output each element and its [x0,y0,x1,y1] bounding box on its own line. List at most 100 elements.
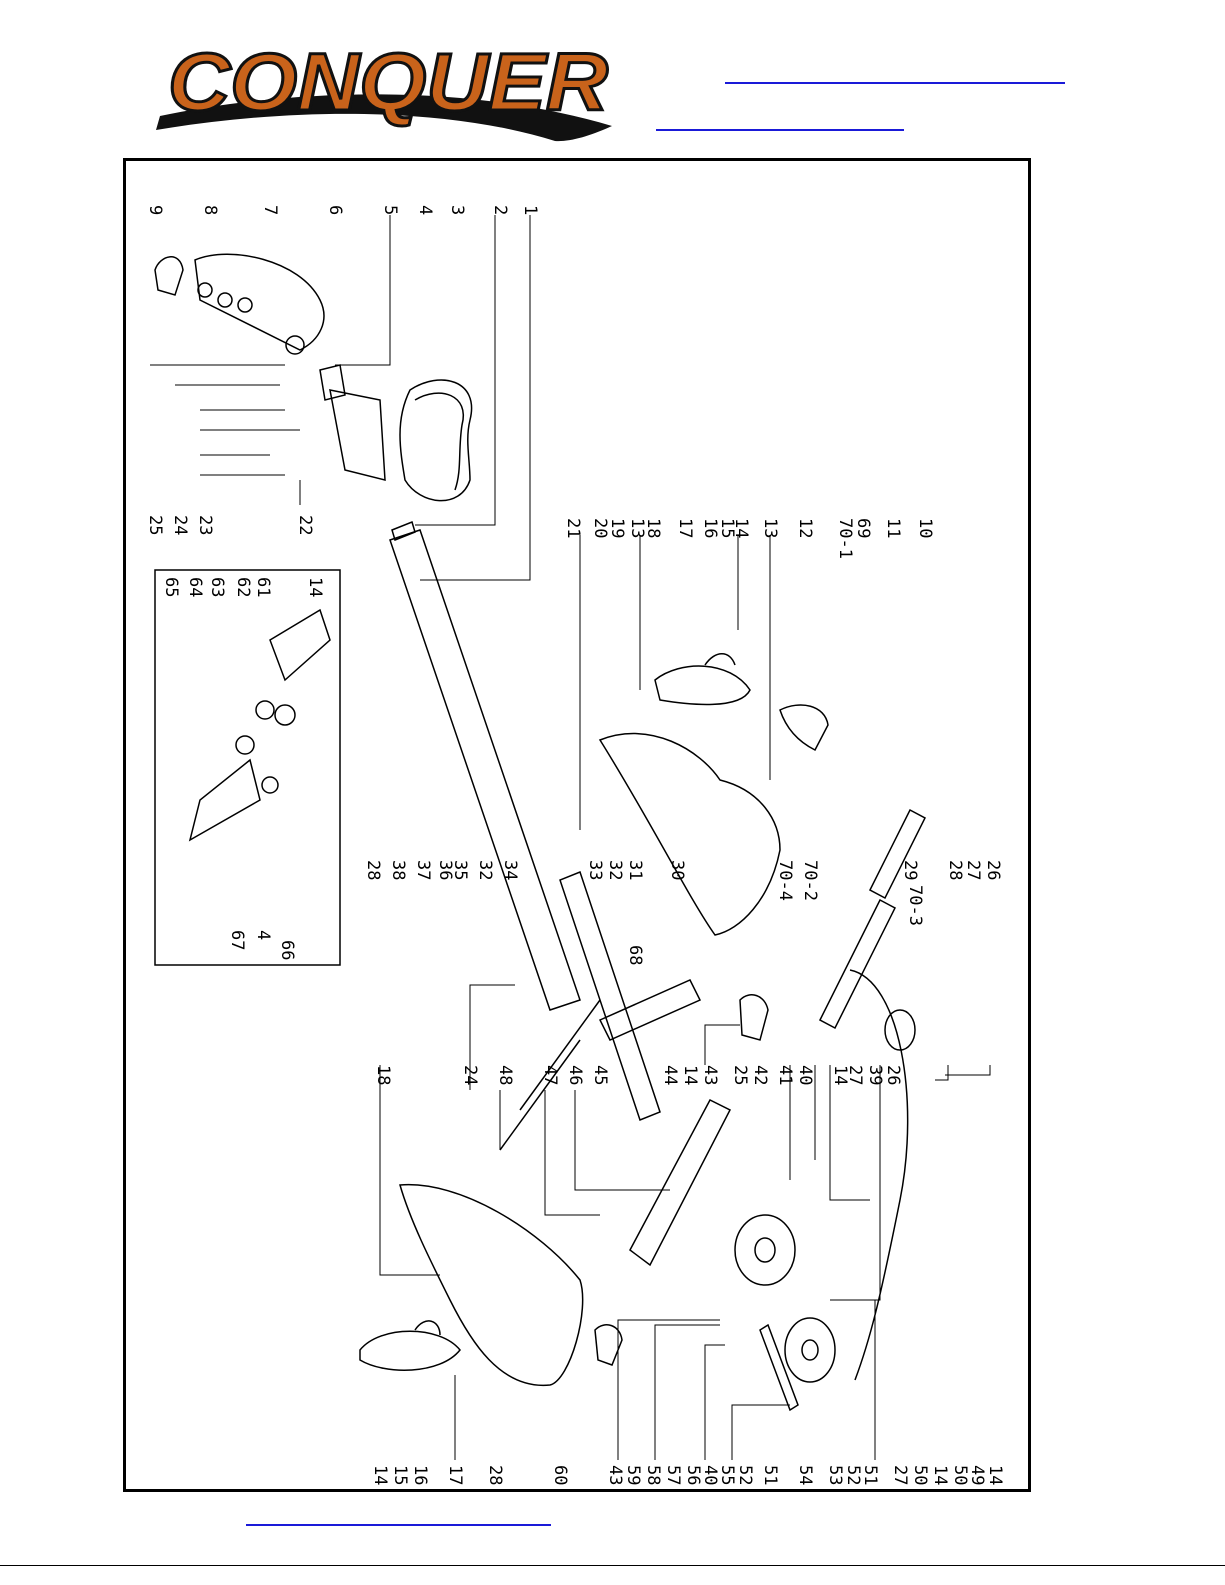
part-label: 8 [200,205,220,215]
part-label: 32 [475,860,495,880]
part-label: 27 [890,1465,910,1485]
rear-stabilizer [630,1100,730,1265]
part-label: 27 [963,860,983,880]
part-label: 21 [563,518,583,538]
part-label: 28 [485,1465,505,1485]
part-label: 53 [825,1465,845,1485]
part-label: 60 [550,1465,570,1485]
part-label: 13 [760,518,780,538]
part-label: 16 [410,1465,430,1485]
part-label: 65 [161,577,181,597]
part-label: 68 [625,945,645,965]
pedal-lower [360,1331,460,1370]
part-label: 41 [775,1065,795,1085]
front-stabilizer [820,900,895,1028]
part-label: 9 [145,205,165,215]
drive-belt [760,1325,798,1410]
part-label: 35 [450,860,470,880]
part-label: 48 [495,1065,515,1085]
part-label: 5 [380,205,400,215]
part-label: 52 [843,1465,863,1485]
part-label: 7 [260,205,280,215]
part-label: 57 [663,1465,683,1485]
part-label: 3 [447,205,467,215]
part-label: 12 [795,518,815,538]
part-label: 70-1 [835,518,855,559]
part-label: 70-4 [775,860,795,901]
part-label: 42 [750,1065,770,1085]
tension-cable [850,970,908,1380]
part-label: 26 [883,1065,903,1085]
footer-rule [0,1565,1225,1566]
part-label: 2 [490,205,510,215]
part-label: 46 [565,1065,585,1085]
part-label: 59 [623,1465,643,1485]
part-label: 32 [605,860,625,880]
main-frame-tube [390,530,580,1010]
part-label: 14 [930,1465,950,1485]
part-label: 50 [910,1465,930,1485]
part-label: 45 [590,1065,610,1085]
part-label: 28 [945,860,965,880]
part-label: 29 [900,860,920,880]
seat-post-bracket [330,390,385,480]
part-label: 10 [915,518,935,538]
part-label: 50 [950,1465,970,1485]
backrest [195,254,324,350]
part-label: 14 [680,1065,700,1085]
part-label: 39 [865,1065,885,1085]
part-label: 70-3 [905,885,925,926]
part-label: 25 [730,1065,750,1085]
part-label: 58 [643,1465,663,1485]
part-label: 14 [731,518,751,538]
part-label: 49 [967,1465,987,1485]
part-label: 61 [253,577,273,597]
footer-link-line[interactable] [246,1524,551,1526]
part-label: 40 [795,1065,815,1085]
part-label: 30 [667,860,687,880]
part-label: 4 [415,205,435,215]
part-label: 56 [683,1465,703,1485]
part-label: 22 [295,515,315,535]
part-label: 47 [540,1065,560,1085]
part-label: 24 [170,515,190,535]
part-label: 1 [520,205,540,215]
part-label: 24 [460,1065,480,1085]
part-label: 64 [185,577,205,597]
part-label: 16 [700,518,720,538]
part-label: 67 [227,930,247,950]
part-label: 6 [325,205,345,215]
part-label: 23 [195,515,215,535]
part-label: 40 [700,1465,720,1485]
part-label: 18 [643,518,663,538]
part-label: 43 [605,1465,625,1485]
inset-box [155,570,340,965]
pedal-upper [655,666,750,704]
part-label: 43 [700,1065,720,1085]
part-label: 51 [860,1465,880,1485]
part-label: 18 [373,1065,393,1085]
part-label: 54 [795,1465,815,1485]
part-label: 66 [277,940,297,960]
part-label: 25 [145,515,165,535]
part-label: 70-2 [800,860,820,901]
part-label: 55 [717,1465,737,1485]
part-label: 31 [625,860,645,880]
part-label: 14 [370,1465,390,1485]
part-label: 33 [585,860,605,880]
part-label: 63 [207,577,227,597]
part-label: 14 [305,577,325,597]
part-label: 14 [985,1465,1005,1485]
part-label: 15 [390,1465,410,1485]
part-label: 28 [363,860,383,880]
part-label: 17 [445,1465,465,1485]
part-label: 62 [233,577,253,597]
part-label: 37 [413,860,433,880]
part-label: 69 [853,518,873,538]
part-label: 4 [253,930,273,940]
front-shroud [600,734,780,935]
part-label: 27 [845,1065,865,1085]
belt-pulley [785,1318,835,1382]
